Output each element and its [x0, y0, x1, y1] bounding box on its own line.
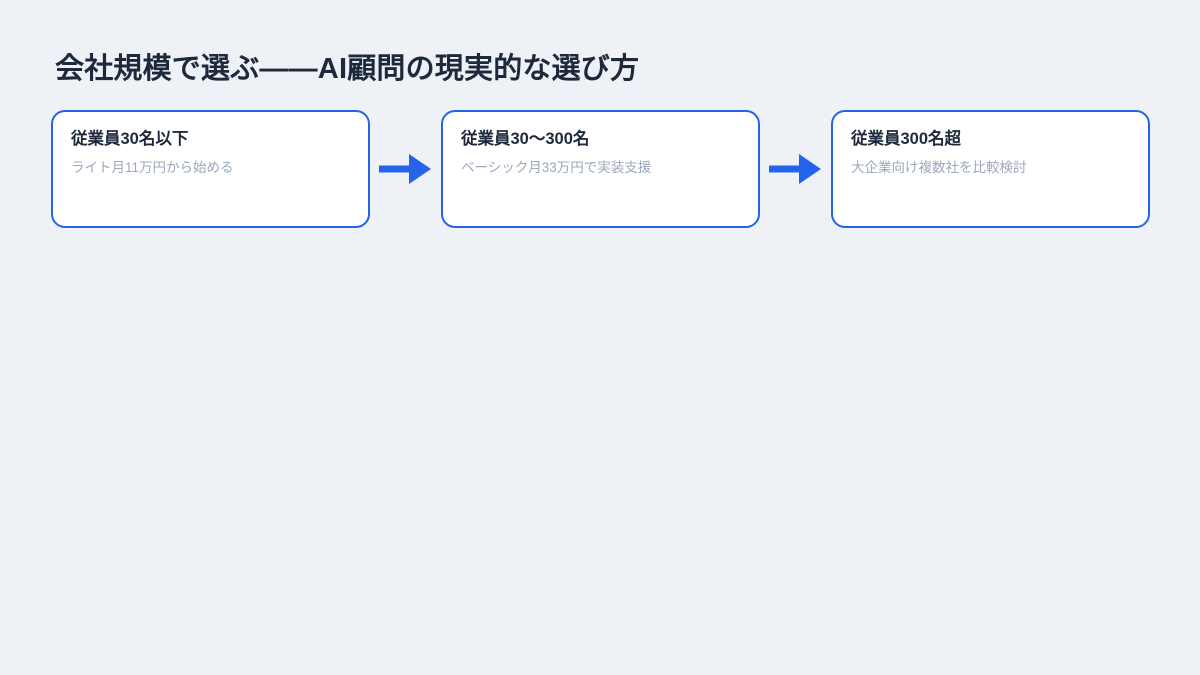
flow-connector-1 [370, 110, 441, 228]
flow-diagram: 従業員30名以下 ライト月11万円から始める 従業員30〜300名 ベーシック月… [51, 110, 1150, 228]
flow-step-description: ライト月11万円から始める [71, 160, 234, 176]
flow-step-description: ベーシック月33万円で実装支援 [461, 160, 652, 176]
flow-step-title: 従業員30〜300名 [461, 130, 590, 148]
arrow-right-icon [769, 152, 822, 186]
flow-step-title: 従業員30名以下 [71, 130, 189, 148]
page-title: 会社規模で選ぶ——AI顧問の現実的な選び方 [55, 53, 640, 86]
flow-step-description: 大企業向け複数社を比較検討 [851, 160, 1027, 176]
arrow-right-icon [379, 152, 432, 186]
flow-connector-2 [760, 110, 831, 228]
flow-step-card-1[interactable]: 従業員30名以下 ライト月11万円から始める [51, 110, 370, 228]
flow-step-card-2[interactable]: 従業員30〜300名 ベーシック月33万円で実装支援 [441, 110, 760, 228]
flow-step-title: 従業員300名超 [851, 130, 962, 148]
flow-step-card-3[interactable]: 従業員300名超 大企業向け複数社を比較検討 [831, 110, 1150, 228]
